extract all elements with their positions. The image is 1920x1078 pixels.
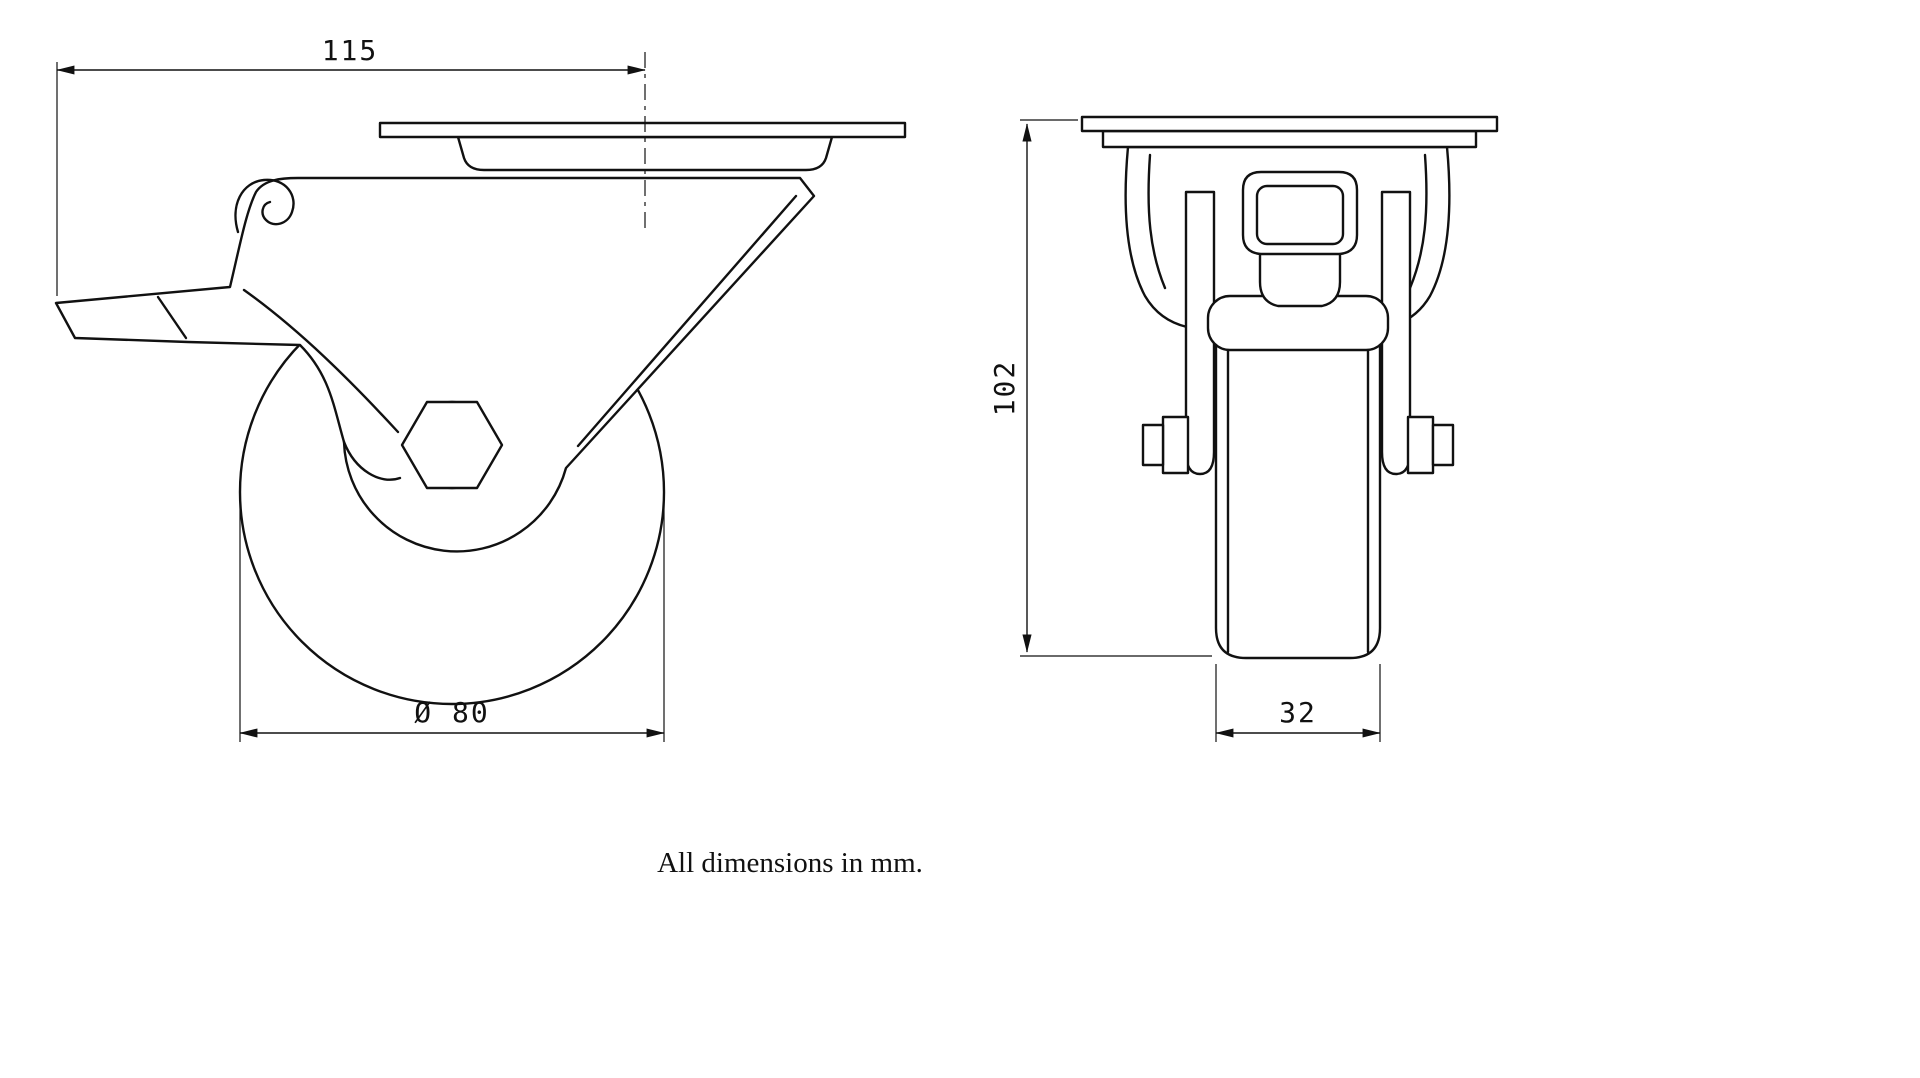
dimension-overall-height: 102 <box>988 119 1212 657</box>
front-brake-pedal <box>1241 170 1359 308</box>
dimension-plate-offset: 115 <box>56 34 646 296</box>
dim-label-overall-height: 102 <box>988 360 1021 417</box>
front-plate-flange <box>1101 129 1478 149</box>
dimension-wheel-width: 32 <box>1215 664 1381 742</box>
front-brake-pedal-inner <box>1255 184 1345 246</box>
side-boss-curl <box>342 440 402 481</box>
front-axle-nut-right <box>1431 423 1455 467</box>
side-pedal-bracket-edge <box>156 295 188 340</box>
side-brake-hook <box>234 178 295 234</box>
front-axle-nut-left <box>1141 423 1165 467</box>
dim-label-plate-offset: 115 <box>322 34 379 67</box>
dim-label-wheel-diameter: Ø 80 <box>414 696 489 729</box>
dim-label-wheel-width: 32 <box>1279 696 1317 729</box>
front-axle-washer-left <box>1161 415 1190 475</box>
front-view: 102 32 <box>988 115 1499 742</box>
front-wheel <box>1214 310 1382 660</box>
front-housing-inner-right <box>1408 153 1428 290</box>
front-axle-washer-right <box>1406 415 1435 475</box>
side-fork-leg-inner-edge <box>576 194 798 448</box>
dimensions-note: All dimensions in mm. <box>657 847 923 879</box>
front-housing-inner-left <box>1147 153 1167 290</box>
side-view: 115 Ø 80 <box>54 34 907 742</box>
dimension-wheel-diameter: Ø 80 <box>239 502 665 742</box>
front-top-plate <box>1080 115 1499 133</box>
side-brake-arm-edge <box>242 288 400 434</box>
side-fork-bracket <box>54 176 816 553</box>
side-top-plate <box>378 121 907 139</box>
side-axle-hex-nut <box>400 400 504 490</box>
